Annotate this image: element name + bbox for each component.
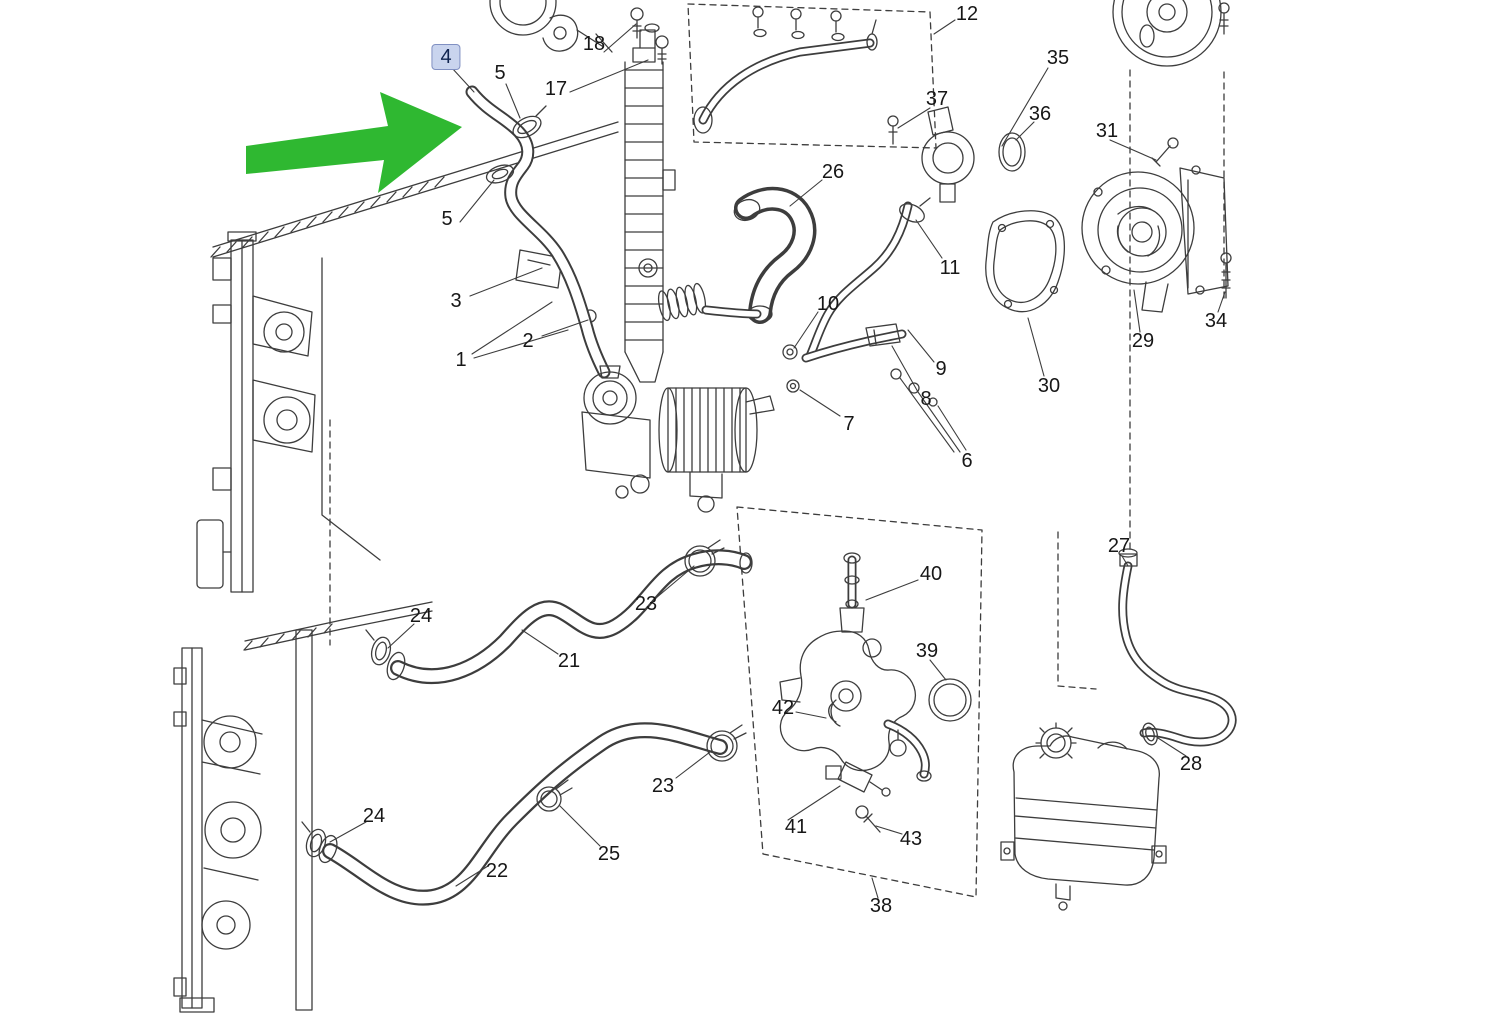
- callout-43[interactable]: 43: [899, 828, 923, 850]
- callout-30[interactable]: 30: [1037, 375, 1061, 397]
- coolant-pipe-9-assembly: [782, 197, 938, 407]
- callout-26[interactable]: 26: [821, 161, 845, 183]
- callout-18[interactable]: 18: [582, 33, 606, 55]
- callout-34[interactable]: 34: [1204, 310, 1228, 332]
- callout-25[interactable]: 25: [597, 843, 621, 865]
- callout-3[interactable]: 3: [450, 290, 462, 312]
- callout-29[interactable]: 29: [1131, 330, 1155, 352]
- callout-42[interactable]: 42: [771, 697, 795, 719]
- callout-24[interactable]: 24: [409, 605, 433, 627]
- callout-36[interactable]: 36: [1028, 103, 1052, 125]
- highlight-arrow: [246, 92, 462, 193]
- callout-21[interactable]: 21: [557, 650, 581, 672]
- callout-9[interactable]: 9: [935, 358, 947, 380]
- callout-31[interactable]: 31: [1095, 120, 1119, 142]
- callout-10[interactable]: 10: [816, 293, 840, 315]
- callout-1[interactable]: 1: [455, 349, 467, 371]
- callout-38[interactable]: 38: [869, 895, 893, 917]
- water-pump-gasket-30: [985, 210, 1065, 313]
- callout-23-2[interactable]: 23: [651, 775, 675, 797]
- callout-39[interactable]: 39: [915, 640, 939, 662]
- callout-41[interactable]: 41: [784, 816, 808, 838]
- callout-35[interactable]: 35: [1046, 47, 1070, 69]
- outlet-hose-4-pipe: [465, 85, 611, 379]
- water-pump-pulley: [1112, 0, 1230, 67]
- callout-2[interactable]: 2: [522, 330, 534, 352]
- callout-11[interactable]: 11: [939, 257, 961, 279]
- callout-8[interactable]: 8: [920, 388, 932, 410]
- radiator-core-strip: [624, 29, 676, 383]
- callout-40[interactable]: 40: [919, 563, 943, 585]
- callout-17[interactable]: 17: [544, 78, 568, 100]
- heater-pipe-kit-12: [693, 6, 878, 134]
- radiator-bottom-left-assembly: [173, 601, 433, 1013]
- callout-12[interactable]: 12: [955, 3, 979, 25]
- bolt-fasteners-17-18: [630, 7, 669, 65]
- water-pump-29: [1081, 137, 1232, 313]
- callout-22[interactable]: 22: [485, 860, 509, 882]
- callout-28[interactable]: 28: [1179, 753, 1203, 775]
- callout-24-2[interactable]: 24: [362, 805, 386, 827]
- oil-cooler-module: [581, 365, 775, 513]
- radiator-left-assembly: [196, 231, 381, 593]
- callout-23[interactable]: 23: [634, 593, 658, 615]
- water-outlet-assembly-38: [779, 552, 972, 833]
- radiator-top-band: [210, 121, 619, 258]
- coolant-reservoir: [1000, 722, 1167, 911]
- hose-27: [1118, 548, 1237, 747]
- hose-22: [301, 722, 747, 906]
- callout-leader-lines: [329, 19, 1226, 899]
- dashed-reference-lines: [329, 3, 1225, 898]
- hose-26: [657, 186, 817, 324]
- callout-4[interactable]: 4: [431, 44, 461, 70]
- callout-5[interactable]: 5: [494, 62, 506, 84]
- pulley-top-left: [489, 0, 613, 53]
- callout-27[interactable]: 27: [1107, 535, 1131, 557]
- thermostat-housing-35: [887, 106, 1026, 203]
- hose-21: [365, 539, 753, 685]
- callout-37[interactable]: 37: [925, 88, 949, 110]
- callout-7[interactable]: 7: [843, 413, 855, 435]
- callout-5-2[interactable]: 5: [441, 208, 453, 230]
- callout-6[interactable]: 6: [961, 450, 973, 472]
